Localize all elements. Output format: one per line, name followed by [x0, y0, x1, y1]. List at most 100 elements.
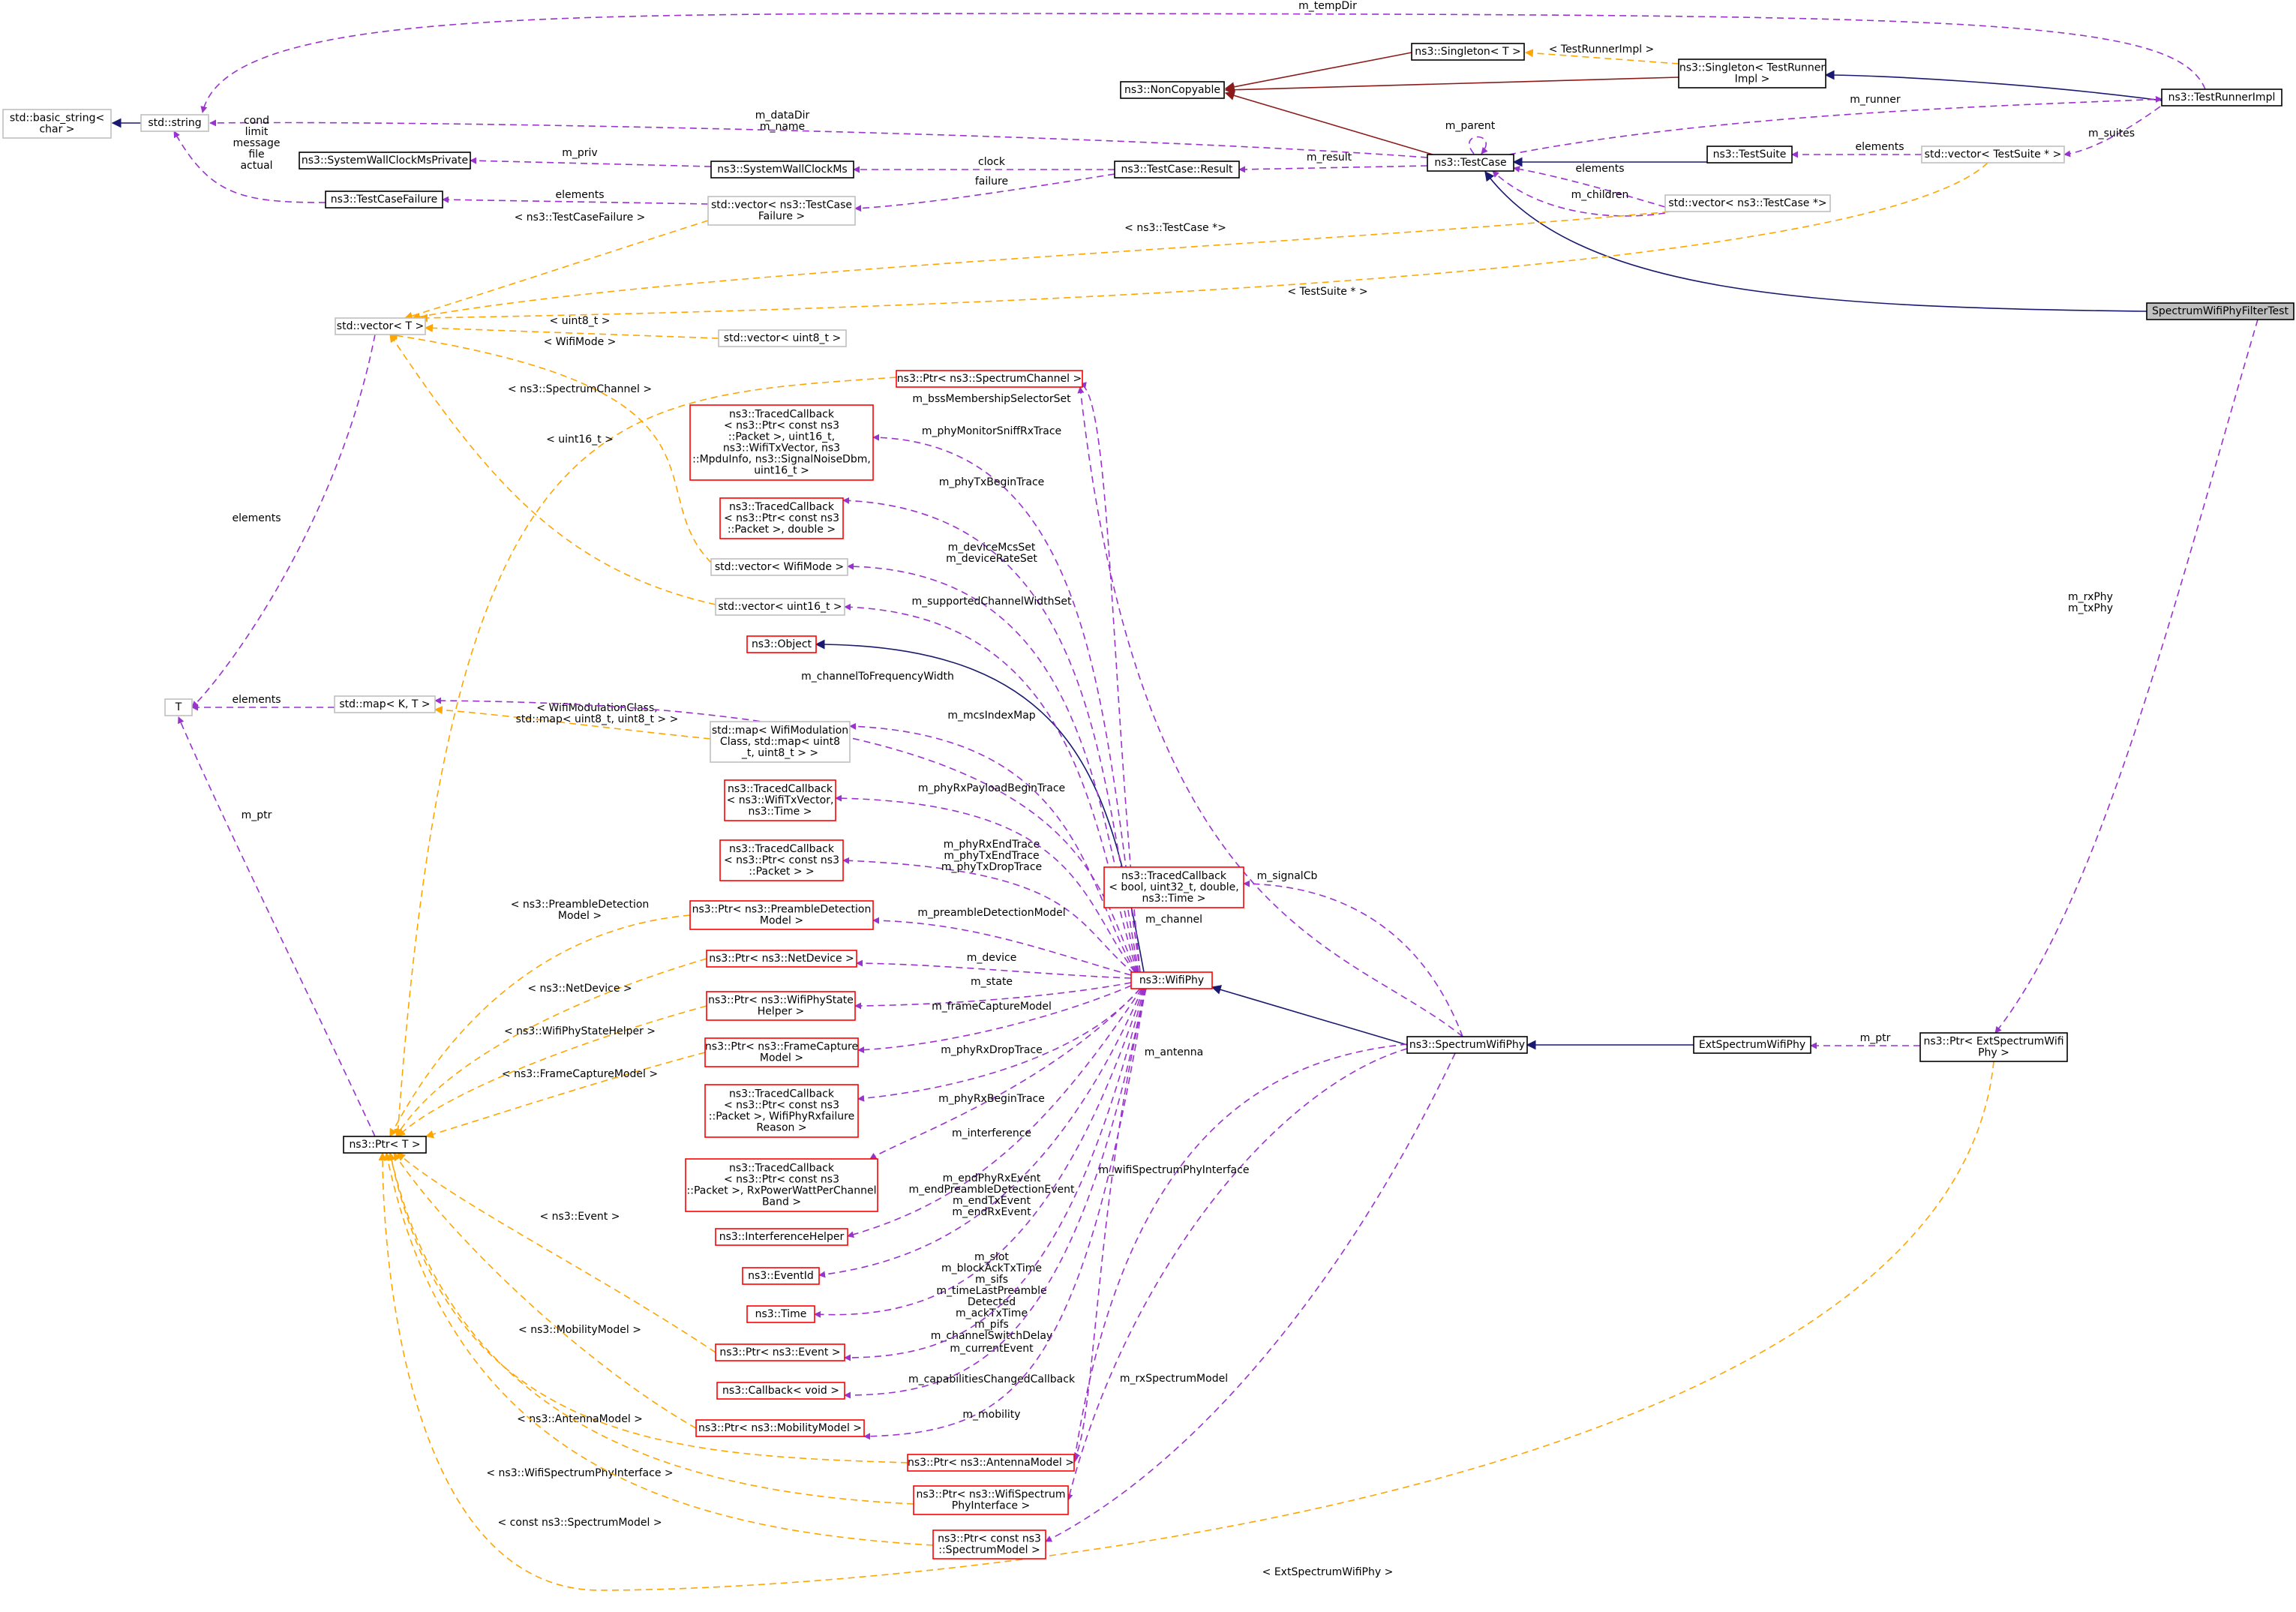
- class-node-noncopyable[interactable]: ns3::NonCopyable: [1120, 81, 1225, 99]
- class-node-tc_monitor[interactable]: ns3::TracedCallback< ns3::Ptr< const ns3…: [689, 404, 874, 481]
- edge-line: [1077, 386, 1463, 1037]
- class-node-ptr_sm[interactable]: ns3::Ptr< const ns3::SpectrumModel >: [932, 1529, 1046, 1559]
- edge-label-line: file: [248, 149, 264, 161]
- class-node-swcm[interactable]: ns3::SystemWallClockMs: [710, 161, 854, 179]
- edge-label-line: m_endRxEvent: [952, 1206, 1031, 1218]
- class-box: [1921, 146, 2065, 164]
- class-name-line: ns3::TestCase: [1434, 157, 1506, 169]
- class-node-ptr_state[interactable]: ns3::Ptr< ns3::WifiPhyStateHelper >: [706, 991, 856, 1021]
- class-node-basic_string[interactable]: std::basic_string<char >: [2, 109, 112, 139]
- edge-label-line: elements: [232, 694, 281, 706]
- edge-label: m_phyRxDropTrace: [941, 1044, 1043, 1056]
- edge-m_suites: m_suites: [2063, 106, 2161, 158]
- edge-label: < uint8_t >: [550, 315, 611, 327]
- class-name-line: ns3::TracedCallback: [729, 843, 835, 855]
- class-name-line: ns3::Singleton< TestRunner: [1679, 62, 1826, 74]
- class-node-vec_u8[interactable]: std::vector< uint8_t >: [718, 329, 847, 347]
- edge-label-line: m_endTxEvent: [953, 1195, 1031, 1207]
- class-node-ptr_mob[interactable]: ns3::Ptr< ns3::MobilityModel >: [695, 1419, 865, 1437]
- edge-label: < ns3::TestCase *>: [1124, 222, 1226, 234]
- edge-link-5: [1224, 91, 1433, 155]
- class-node-tc_signal[interactable]: ns3::TracedCallback< bool, uint32_t, dou…: [1103, 866, 1244, 908]
- edge-label: m_phyRxBeginTrace: [938, 1093, 1045, 1105]
- class-node-T[interactable]: T: [164, 698, 193, 716]
- edge-label-line: m_frameCaptureModel: [932, 1001, 1052, 1013]
- edge-label-line: elements: [555, 189, 604, 201]
- edge-line: [814, 988, 1144, 1318]
- class-node-singleton_t[interactable]: ns3::Singleton< T >: [1411, 43, 1525, 61]
- class-node-singleton_tri[interactable]: ns3::Singleton< TestRunnerImpl >: [1678, 59, 1826, 89]
- class-node-vec_testcase[interactable]: std::vector< ns3::TestCase *>: [1664, 194, 1831, 212]
- class-node-testsuite[interactable]: ns3::TestSuite: [1706, 146, 1793, 164]
- class-node-vec_tcf[interactable]: std::vector< ns3::TestCaseFailure >: [707, 196, 856, 226]
- edge-label: m_antenna: [1145, 1046, 1204, 1058]
- class-name-line: T: [175, 701, 182, 713]
- class-node-tc_txbegin[interactable]: ns3::TracedCallback< ns3::Ptr< const ns3…: [719, 497, 844, 539]
- class-node-ptr_nd[interactable]: ns3::Ptr< ns3::NetDevice >: [706, 950, 857, 968]
- class-node-vec_mode[interactable]: std::vector< WifiMode >: [710, 558, 848, 576]
- class-node-vec_u16[interactable]: std::vector< uint16_t >: [715, 598, 845, 616]
- class-node-time[interactable]: ns3::Time: [746, 1305, 815, 1323]
- class-box: [896, 370, 1083, 388]
- class-node-testcase[interactable]: ns3::TestCase: [1427, 154, 1514, 172]
- edge-label: m_phyTxBeginTrace: [939, 476, 1045, 488]
- class-node-ptr_chan[interactable]: ns3::Ptr< ns3::SpectrumChannel >: [896, 370, 1083, 388]
- edge-tpl_wspi: < ns3::WifiSpectrumPhyInterface >: [387, 1151, 914, 1505]
- class-node-tc_rxdrop[interactable]: ns3::TracedCallback< ns3::Ptr< const ns3…: [704, 1084, 859, 1138]
- edge-label: < WifiModulationClass,std::map< uint8_t,…: [516, 702, 679, 725]
- class-node-string[interactable]: std::string: [140, 114, 209, 132]
- edge-label-line: message: [233, 137, 281, 149]
- edge-m_antenna_lbl: m_antenna: [1071, 1043, 1408, 1463]
- class-name-line: std::vector< T >: [337, 320, 424, 332]
- edge-label: m_ptr: [242, 809, 272, 821]
- class-box: [1427, 154, 1514, 172]
- edge-label-line: Model >: [558, 910, 602, 922]
- class-node-map_kt[interactable]: std::map< K, T >: [334, 695, 436, 713]
- class-name-line: ns3::TracedCallback: [729, 1088, 835, 1100]
- class-node-swcmp[interactable]: ns3::SystemWallClockMsPrivate: [299, 152, 471, 170]
- class-node-vec_testsuite[interactable]: std::vector< TestSuite * >: [1921, 146, 2065, 164]
- class-node-wifiphy[interactable]: ns3::WifiPhy: [1130, 971, 1213, 989]
- class-node-ptr_ant[interactable]: ns3::Ptr< ns3::AntennaModel >: [907, 1454, 1075, 1472]
- class-node-ptr_event[interactable]: ns3::Ptr< ns3::Event >: [715, 1343, 845, 1361]
- class-node-testrunnerimpl[interactable]: ns3::TestRunnerImpl: [2161, 89, 2282, 107]
- class-node-eventid[interactable]: ns3::EventId: [742, 1267, 820, 1285]
- class-node-tcf[interactable]: ns3::TestCaseFailure: [325, 191, 443, 209]
- edge-label-line: < ns3::Event >: [540, 1211, 620, 1223]
- class-node-callback[interactable]: ns3::Callback< void >: [716, 1382, 845, 1400]
- class-node-result[interactable]: ns3::TestCase::Result: [1114, 161, 1240, 179]
- edge-label-line: elements: [1855, 141, 1904, 153]
- edge-label-line: std::map< uint8_t, uint8_t > >: [516, 713, 679, 725]
- edge-link-6: [1824, 70, 2162, 101]
- edge-line: [847, 988, 1142, 1238]
- class-node-extspectrum[interactable]: ExtSpectrumWifiPhy: [1693, 1036, 1811, 1054]
- class-name-line: ns3::TestSuite: [1713, 149, 1787, 161]
- class-name-line: ::Packet >, RxPowerWattPerChannel: [687, 1185, 877, 1197]
- class-node-map_mod[interactable]: std::map< WifiModulationClass, std::map<…: [710, 721, 851, 763]
- class-node-ptr_fc[interactable]: ns3::Ptr< ns3::FrameCaptureModel >: [704, 1037, 859, 1067]
- edge-label: < ns3::WifiSpectrumPhyInterface >: [486, 1467, 673, 1479]
- class-node-tc_rxbegin[interactable]: ns3::TracedCallback< ns3::Ptr< const ns3…: [685, 1158, 878, 1212]
- class-node-object[interactable]: ns3::Object: [746, 635, 817, 653]
- class-node-interference[interactable]: ns3::InterferenceHelper: [715, 1228, 848, 1246]
- class-node-focus[interactable]: SpectrumWifiPhyFilterTest: [2146, 302, 2294, 320]
- edge-label: m_preambleDetectionModel: [917, 907, 1065, 919]
- class-node-ptr_ext[interactable]: ns3::Ptr< ExtSpectrumWifiPhy >: [1919, 1032, 2068, 1062]
- class-node-ptr_wspi[interactable]: ns3::Ptr< ns3::WifiSpectrumPhyInterface …: [913, 1485, 1069, 1515]
- class-node-ptr_t[interactable]: ns3::Ptr< T >: [343, 1136, 427, 1154]
- edge-label-line: m_deviceMcsSet: [948, 542, 1036, 554]
- class-node-vec_t[interactable]: std::vector< T >: [335, 317, 426, 335]
- class-node-spectrumwifiphy[interactable]: ns3::SpectrumWifiPhy: [1406, 1036, 1528, 1054]
- class-node-tc_payload[interactable]: ns3::TracedCallback< ns3::WifiTxVector, …: [724, 779, 836, 821]
- class-box: [932, 1529, 1046, 1559]
- class-node-tc_pkt[interactable]: ns3::TracedCallback< ns3::Ptr< const ns3…: [719, 839, 844, 881]
- class-box: [689, 404, 874, 481]
- edge-failure: failure: [854, 173, 1115, 212]
- class-name-line: Class, std::map< uint8: [720, 736, 840, 748]
